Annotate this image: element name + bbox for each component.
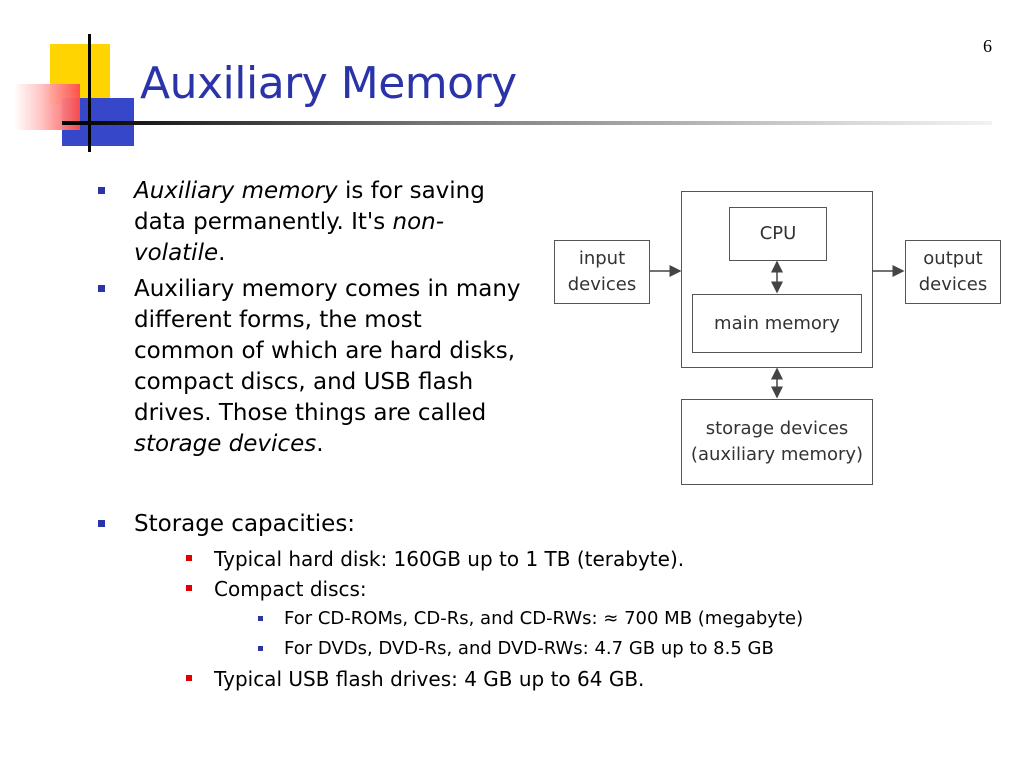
compact-discs-sublist: For CD-ROMs, CD-Rs, and CD-RWs: ≈ 700 MB… (258, 604, 898, 664)
input-label-line2: devices (567, 274, 637, 295)
intro-bullet-list: Auxiliary memory is for saving data perm… (98, 176, 528, 465)
storage-capacity-list: Storage capacities: Typical hard disk: 1… (98, 509, 898, 694)
bullet-end: . (218, 240, 226, 266)
term-auxiliary-memory: Auxiliary memory (134, 178, 338, 204)
input-label-line1: input (578, 248, 626, 269)
input-devices-box: input devices (554, 240, 650, 304)
main-memory-box: main memory (692, 294, 862, 353)
output-label-line2: devices (918, 274, 988, 295)
bullet-aux-memory-definition: Auxiliary memory is for saving data perm… (98, 176, 528, 269)
term-non-volatile: non-volatile (134, 209, 445, 266)
storage-devices-box: storage devices (auxiliary memory) (681, 399, 873, 485)
slide-title: Auxiliary Memory (140, 58, 517, 109)
bullet-aux-memory-forms: Auxiliary memory comes in many different… (98, 274, 528, 460)
term-storage-devices: storage devices (134, 431, 317, 457)
storage-heading: Storage capacities: (134, 511, 356, 537)
bullet-dvd: For DVDs, DVD-Rs, and DVD-RWs: 4.7 GB up… (258, 634, 898, 664)
decor-vertical-line (88, 34, 91, 152)
output-label-line1: output (923, 248, 983, 269)
cpu-label: CPU (759, 223, 797, 244)
storage-label-line1: storage devices (705, 418, 849, 439)
bullet-hard-disk: Typical hard disk: 160GB up to 1 TB (ter… (186, 544, 898, 574)
storage-label-line2: (auxiliary memory) (690, 444, 864, 465)
main-memory-label: main memory (714, 312, 840, 334)
bullet-cd-rom: For CD-ROMs, CD-Rs, and CD-RWs: ≈ 700 MB… (258, 604, 898, 634)
bullet-compact-discs: Compact discs: For CD-ROMs, CD-Rs, and C… (186, 574, 898, 664)
cpu-box: CPU (729, 207, 827, 261)
bullet-usb: Typical USB flash drives: 4 GB up to 64 … (186, 664, 898, 694)
bullet-text: is for saving data permanently. It's (134, 178, 485, 235)
compact-discs-label: Compact discs: (214, 577, 367, 601)
bullet-storage-capacities: Storage capacities: Typical hard disk: 1… (98, 509, 898, 694)
bullet-end: . (316, 431, 324, 457)
bullet-text: Auxiliary memory comes in many different… (134, 276, 521, 426)
title-underline (62, 121, 992, 125)
storage-sublist: Typical hard disk: 160GB up to 1 TB (ter… (186, 544, 898, 694)
output-devices-box: output devices (905, 240, 1001, 304)
slide-number: 6 (983, 36, 992, 56)
